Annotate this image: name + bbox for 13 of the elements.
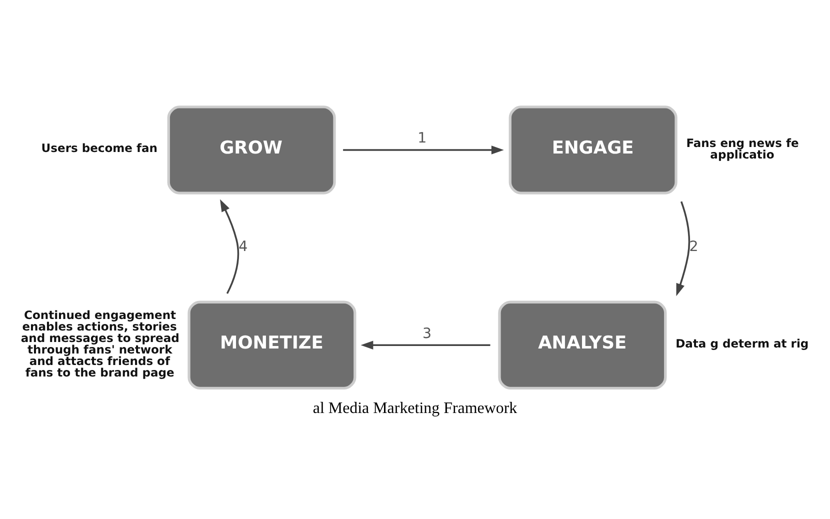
node-label: Continued engagement enables actions, stories and messages to spread through fans' network and attacts friends of fans to the brand page (20, 307, 180, 380)
edge-label: 3 (422, 325, 432, 342)
edge-label: 4 (238, 238, 248, 254)
node-label: Users become fan (41, 140, 158, 155)
arrow (220, 198, 240, 294)
edge-label: 1 (418, 130, 427, 146)
arrow (343, 145, 504, 154)
node-label: Data g determ at rig (676, 336, 809, 350)
node-label: Fans eng news fe applicatio (686, 135, 799, 161)
edge-label: 2 (689, 238, 698, 254)
diagram-title: al Media Marketing Framework (312, 399, 518, 416)
arrow (676, 200, 690, 296)
arrow (360, 340, 490, 350)
